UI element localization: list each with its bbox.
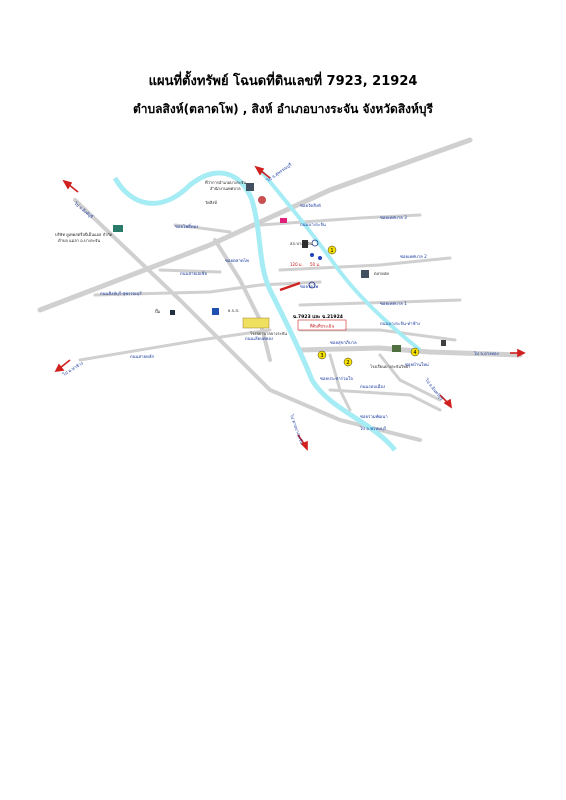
arrow-north-head <box>254 165 265 176</box>
road-label-14: ซอยประชาร่วมใจ <box>320 376 353 382</box>
place-labels: ที่ว่าการอำเภอบางระจัน สำนักงานเทศบาล วั… <box>55 180 410 369</box>
road-label-7: ถนนสิงห์บุรี-สุพรรณบุรี <box>100 291 142 297</box>
temple-icon <box>258 196 266 204</box>
road-label-11: ซอยวัดโพ <box>300 283 319 290</box>
road-west-small <box>158 268 222 274</box>
label-gas: ปั๊ม <box>155 308 161 314</box>
road-label-12: ถนนสายหลัก <box>130 354 154 360</box>
road-east-main <box>297 345 523 358</box>
road-labels: ซอยวัดสิงห์ ถนนบางระจัน ซอยเทศบาล 3 ซอยโ… <box>100 203 429 420</box>
road-main-diagonal <box>37 137 473 313</box>
road-label-10: ถนนบางระจัน-ท่าช้าง <box>380 321 420 327</box>
distance-2: 50 ม. <box>310 262 320 267</box>
road-center-north-south <box>213 238 272 362</box>
district-office-icon <box>246 183 254 191</box>
bank-icon <box>212 308 219 315</box>
label-district-office: ที่ว่าการอำเภอบางระจัน <box>205 180 247 185</box>
label-market: ตลาดสด <box>374 271 389 276</box>
marker-4-label: 4 <box>413 350 416 356</box>
road-label-8: ซอยเทศบาล 2 <box>400 254 427 260</box>
office-icon <box>361 270 369 278</box>
property-label: ฉ.7923 และ ฉ.21924 <box>293 314 343 320</box>
direction-arrows <box>54 165 526 451</box>
arrow-south-head <box>300 440 308 451</box>
marker-2 <box>343 357 353 367</box>
point-1-icon <box>310 253 314 257</box>
direction-phrom-buri: ไป อ.พรหมบุรี <box>359 426 387 432</box>
arrow-southwest-head <box>54 363 65 373</box>
marker-1-label: 1 <box>330 248 333 254</box>
label-company-sub: ตำบล แม่ลา อ.บางระจัน <box>58 238 100 243</box>
road-label-1: ซอยวัดสิงห์ <box>300 203 321 209</box>
marker-2-label: 2 <box>346 360 349 366</box>
road-label-4: ซอยโพธิ์ทอง <box>175 223 198 230</box>
school-icon <box>392 345 401 352</box>
label-police: สภ.บางระจัน <box>290 241 313 246</box>
place-icons <box>113 183 446 352</box>
fuel-icon <box>441 340 446 346</box>
road-south-2 <box>378 353 442 402</box>
road-label-17: ถนนรอบเมือง <box>360 384 385 390</box>
road-label-15: ถนนเลียบคลอง <box>245 336 273 342</box>
arrow-property-line <box>279 281 301 292</box>
property-tag: ที่ดินที่ประเมิน <box>310 324 335 329</box>
police-icon <box>311 239 319 247</box>
marker-3-label: 3 <box>320 353 323 359</box>
direction-labels: ไป จ.สิงห์บุรี ไป จ.สุพรรณบุรี ไป อ.ท่าช… <box>61 162 499 446</box>
distance-1: 120 ม. <box>290 262 303 267</box>
road-north-east <box>258 213 422 227</box>
marker-3 <box>317 350 327 360</box>
label-office: สำนักงานเทศบาล <box>210 186 241 191</box>
marker-1 <box>327 245 337 255</box>
label-company: บริษัท ยูเทคสตรีลบีเอ็นแอล จำกัด <box>55 231 113 238</box>
gas-icon <box>170 310 175 315</box>
label-school: โรงเรียนบางระจันวิทยา <box>370 364 410 369</box>
road-east-3 <box>298 328 457 342</box>
road-label-6: ซอยตลาดโพ <box>225 257 249 264</box>
road-north-west <box>173 223 232 234</box>
road-label-16: ซอยบ้านใหม่ <box>405 362 429 368</box>
river-branch <box>260 170 422 352</box>
road-west-east <box>93 280 322 297</box>
road-south-3 <box>328 388 442 412</box>
river-main <box>112 170 397 452</box>
page-subtitle: ตำบลสิงห์(ตลาดโพ) , สิงห์ อำเภอบางระจัน … <box>133 102 433 116</box>
page-title: แผนที่ตั้งทรัพย์ โฉนดที่ดินเลขที่ 7923, … <box>148 74 418 89</box>
arrow-east-head <box>517 348 526 358</box>
road-label-2: ถนนบางระจัน <box>300 222 326 228</box>
arrow-southwest-line <box>59 359 71 369</box>
point-2-icon <box>318 256 322 260</box>
road-label-5: ถนนสายเอเชีย <box>180 271 207 277</box>
road-east-1 <box>278 256 452 272</box>
road-label-9: ซอยเทศบาล 1 <box>380 301 407 307</box>
road-label-3: ซอยเทศบาล 3 <box>380 215 407 221</box>
market-icon <box>280 218 287 223</box>
direction-tha-chang: ไป อ.ท่าช้าง <box>61 360 84 378</box>
numbered-markers: 1 2 3 4 <box>317 245 420 367</box>
direction-sing-buri: ไป จ.สิงห์บุรี <box>72 200 95 220</box>
road-label-13: ซอยสุขาภิบาล <box>330 340 357 346</box>
label-bank: ธ.ก.ส. <box>228 308 239 313</box>
arrow-sing-buri-head <box>62 179 73 190</box>
hospital-icon <box>242 317 270 329</box>
label-hospital: โรงพยาบาลบางระจัน <box>250 331 287 336</box>
road-label-18: ซอยร่วมพัฒนา <box>360 414 388 420</box>
point-3-icon <box>308 281 316 289</box>
label-temple: วัดสิงห์ <box>205 200 217 205</box>
direction-ang-thong: ไป จ.อ่างทอง <box>473 351 499 357</box>
road-southwest <box>78 328 272 362</box>
direction-suphan: ไป จ.สุพรรณบุรี <box>265 162 294 185</box>
arrow-southeast-head <box>443 398 453 409</box>
property-tag-box <box>297 319 347 331</box>
building-icon <box>302 240 308 248</box>
direction-khai-bang-rachan: ไป ค่ายบางระจัน <box>288 413 305 446</box>
company-icon <box>113 225 123 232</box>
road-east-2 <box>298 298 462 307</box>
marker-4 <box>410 347 420 357</box>
